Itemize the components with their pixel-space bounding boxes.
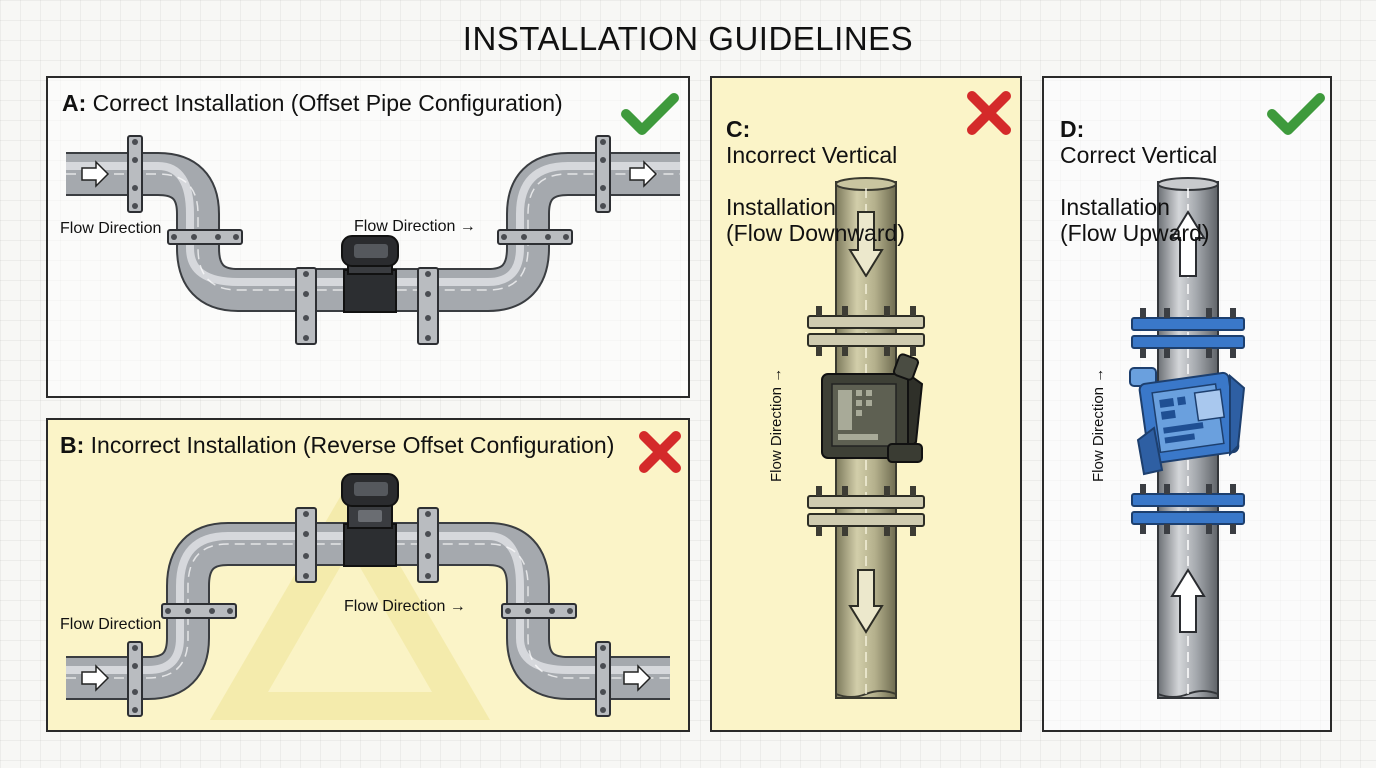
check-icon	[621, 93, 679, 135]
flow-meter	[341, 235, 399, 313]
flow-arrow-icon	[848, 211, 884, 634]
panel-a-title: Correct Installation (Offset Pipe Config…	[92, 90, 563, 116]
panel-a-flow-label-left: Flow Direction	[60, 220, 162, 237]
panel-c-flow-label: Flow Direction →	[768, 367, 785, 482]
flow-meter	[341, 473, 399, 567]
panel-d-letter: D:	[1060, 116, 1085, 142]
flow-meter	[821, 353, 924, 463]
panel-d-title-line1: Correct Vertical	[1060, 142, 1218, 168]
panel-d-diagram	[1129, 177, 1246, 699]
page-title: INSTALLATION GUIDELINES	[462, 20, 914, 57]
panel-a-diagram	[66, 135, 680, 345]
panel-c-incorrect-vertical: C: Incorrect Vertical Installation (Flow…	[710, 76, 1022, 732]
panel-a-flow-label-mid: Flow Direction →	[354, 218, 476, 235]
flow-meter	[1129, 367, 1246, 476]
check-icon	[1267, 93, 1325, 135]
panel-d-title-rest: Installation (Flow Upward)	[1060, 194, 1210, 246]
panel-a-letter: A:	[62, 90, 87, 116]
panel-c-letter: C:	[726, 116, 751, 142]
panel-b-incorrect-reverse-offset: B: Incorrect Installation (Reverse Offse…	[46, 418, 690, 732]
flow-arrow-icon	[81, 664, 652, 692]
panel-b-title: Incorrect Installation (Reverse Offset C…	[90, 432, 615, 458]
flow-arrow-icon	[81, 160, 658, 188]
panel-c-title-line1: Incorrect Vertical	[726, 142, 898, 168]
panel-b-letter: B:	[60, 432, 85, 458]
panel-d-flow-label: Flow Direction →	[1090, 367, 1107, 482]
panel-d-correct-vertical: D: Correct Vertical Installation (Flow U…	[1042, 76, 1332, 732]
panel-a-correct-offset: A: Correct Installation (Offset Pipe Con…	[46, 76, 690, 398]
panel-b-flow-label-mid: Flow Direction →	[344, 598, 466, 615]
panel-b-diagram	[66, 473, 670, 720]
panel-c-diagram	[807, 177, 925, 699]
flow-arrow-icon	[1170, 210, 1206, 633]
panel-c-title-rest: Installation (Flow Downward)	[726, 194, 905, 246]
cross-icon	[639, 431, 681, 473]
cross-icon	[967, 91, 1011, 135]
panel-b-flow-label-left: Flow Direction	[60, 616, 162, 633]
